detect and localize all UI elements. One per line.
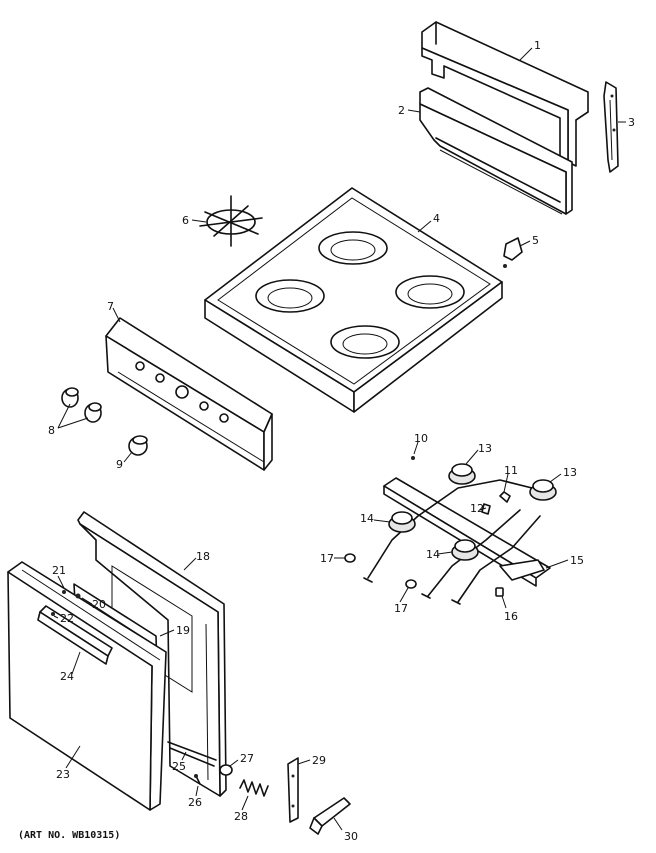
burner-assembly	[344, 456, 557, 605]
callout-23: 23	[56, 768, 70, 781]
cooktop-burner-well-rear-right	[395, 275, 465, 309]
callout-10: 10	[414, 432, 428, 445]
callout-16: 16	[504, 610, 518, 623]
part-24-door-handle	[37, 605, 113, 665]
callout-29: 29	[312, 754, 326, 767]
part-23-oven-door	[7, 561, 167, 811]
part-9-knob	[128, 435, 148, 456]
callout-18: 18	[196, 550, 210, 563]
part-26-pin	[194, 774, 201, 785]
callout-15: 15	[570, 554, 584, 567]
callout-8: 8	[48, 424, 55, 437]
part-25-hinge-rod	[167, 741, 217, 767]
callout-12: 12	[470, 502, 484, 515]
art-number: (ART NO. WB10315)	[18, 830, 120, 841]
callout-7: 7	[107, 300, 114, 313]
callout-1: 1	[534, 39, 541, 52]
part-7-control-panel	[105, 317, 273, 471]
part-1-backsplash	[421, 21, 589, 167]
part-30-hinge-receiver	[309, 797, 351, 835]
callout-30: 30	[344, 830, 358, 843]
part-14-burner-head-left	[388, 511, 416, 533]
part-27-roller	[219, 764, 233, 776]
part-5-clip	[503, 237, 523, 268]
part-13-burner-head-rear	[448, 463, 476, 485]
callout-9: 9	[116, 458, 123, 471]
part-13-burner-head-right	[529, 479, 557, 501]
part-21-screw	[62, 590, 66, 594]
cooktop-burner-well-rear-left	[318, 231, 388, 265]
part-17-orifice-lower	[405, 579, 417, 589]
part-29-hinge-bracket	[287, 757, 299, 823]
part-6-grate	[199, 195, 263, 247]
part-28-hinge-spring	[239, 779, 269, 797]
callout-13-rear: 13	[478, 442, 492, 455]
callout-19: 19	[176, 624, 190, 637]
part-18-door-liner	[77, 511, 227, 797]
part-4-cooktop	[204, 187, 503, 413]
callout-labels: 1 2 3 4 5 6 7 8 9 10 11 12 13 13 14 14 1…	[48, 39, 635, 843]
callout-3: 3	[628, 116, 635, 129]
callout-27: 27	[240, 752, 254, 765]
part-22-screw	[51, 612, 55, 616]
part-3-side-bracket	[603, 81, 619, 173]
callout-13-right: 13	[563, 466, 577, 479]
callout-20: 20	[92, 598, 106, 611]
cooktop-burner-well-front-right	[330, 325, 400, 359]
part-10-screw	[411, 456, 415, 460]
callout-21: 21	[52, 564, 66, 577]
callout-24: 24	[60, 670, 74, 683]
part-14-burner-head-center	[451, 539, 479, 561]
callout-28: 28	[234, 810, 248, 823]
part-2-backsplash-trim	[419, 87, 573, 215]
callout-6: 6	[182, 214, 189, 227]
callout-4: 4	[433, 212, 440, 225]
callout-14-left: 14	[360, 512, 374, 525]
callout-11: 11	[504, 464, 518, 477]
callout-2: 2	[398, 104, 405, 117]
leader-lines	[53, 47, 626, 831]
callout-5: 5	[532, 234, 539, 247]
callout-26: 26	[188, 796, 202, 809]
part-8-knob-upper	[61, 387, 79, 408]
callout-22: 22	[60, 612, 74, 625]
part-17-orifice-left	[344, 553, 356, 563]
cooktop-burner-well-front-left	[255, 279, 325, 313]
part-8-knob-lower	[84, 402, 102, 423]
callout-14-center: 14	[426, 548, 440, 561]
part-16-orifice	[495, 587, 504, 597]
callout-25: 25	[172, 760, 186, 773]
part-20-screw	[75, 593, 81, 599]
callout-17-left: 17	[320, 552, 334, 565]
callout-17-lower: 17	[394, 602, 408, 615]
part-11-clip	[499, 491, 511, 503]
